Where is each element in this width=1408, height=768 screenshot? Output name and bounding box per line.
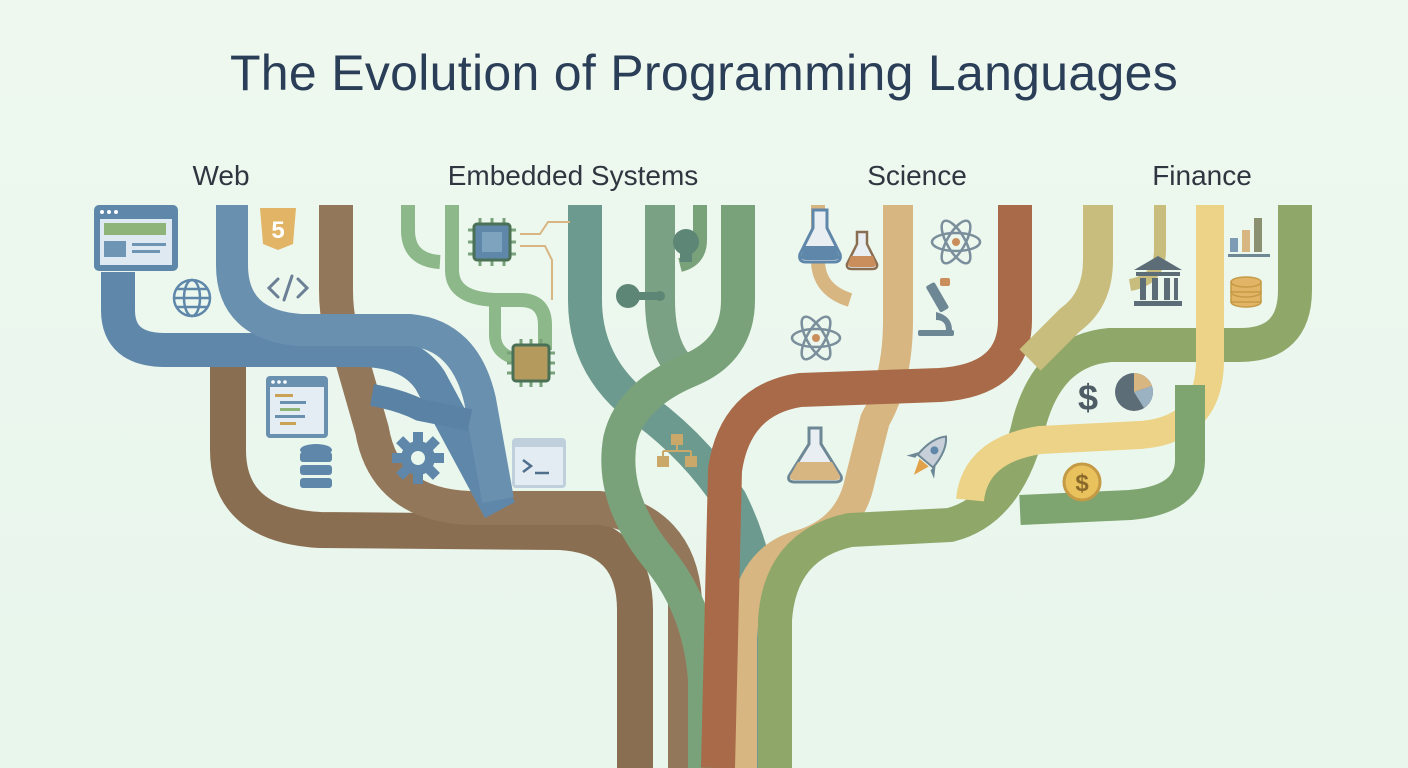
category-label-web: Web (192, 160, 250, 191)
small-flask-icon (845, 230, 879, 271)
rocket-icon (906, 435, 948, 479)
microscope-icon (918, 278, 954, 336)
circuit-chip-icon (507, 339, 555, 387)
branch-finance-yellow (956, 205, 1224, 503)
database-icon (300, 444, 332, 488)
branch-web-blue-inner (216, 205, 514, 503)
svg-text:$: $ (1078, 377, 1098, 418)
tree-branches (101, 205, 1312, 768)
erlenmeyer-flask-icon (787, 426, 843, 484)
code-brackets-icon (266, 274, 310, 302)
branch-science-rust (701, 205, 1032, 768)
terminal-icon (512, 438, 566, 488)
atom-icon-secondary (790, 315, 842, 361)
svg-text:$: $ (1075, 470, 1089, 497)
dollar-coin-icon: $ (1062, 462, 1102, 502)
robot-head-icon (673, 229, 699, 262)
branch-embedded-green-main (601, 205, 755, 768)
flask-icon (798, 208, 842, 264)
category-label-science: Science (867, 160, 967, 191)
branch-embedded-thin-left (401, 205, 441, 269)
category-label-finance: Finance (1152, 160, 1252, 191)
dollar-sign-icon: $ (1078, 377, 1098, 418)
network-hierarchy-icon (657, 434, 697, 467)
branch-finance-green-inner (1019, 385, 1205, 525)
branch-finance-sand (1019, 205, 1113, 371)
branch-finance-olive-outer (758, 205, 1312, 768)
bank-icon (1134, 256, 1182, 306)
branch-finance-sand-thin (1128, 205, 1166, 291)
gear-icon (392, 432, 444, 484)
microchip-icon (468, 218, 516, 266)
page-title: The Evolution of Programming Languages (229, 45, 1179, 101)
branch-web-blue-link (369, 384, 473, 431)
svg-text:5: 5 (271, 217, 284, 244)
html5-icon: 5 (260, 208, 296, 250)
robot-arm-icon (616, 284, 665, 308)
pie-chart-icon (1115, 373, 1153, 411)
branch-web-blue-outer (101, 272, 515, 519)
coin-stack-icon (1230, 276, 1262, 308)
globe-icon (172, 278, 212, 318)
browser-window-icon (94, 205, 178, 271)
circuit-traces-icon (520, 221, 570, 300)
category-label-embedded-systems: Embedded Systems (447, 160, 699, 191)
atom-icon (930, 219, 982, 265)
branch-embedded-robot (677, 205, 707, 272)
code-editor-icon (266, 376, 328, 438)
bar-chart-icon (1228, 218, 1270, 257)
branch-left-outer-brown (210, 362, 653, 768)
